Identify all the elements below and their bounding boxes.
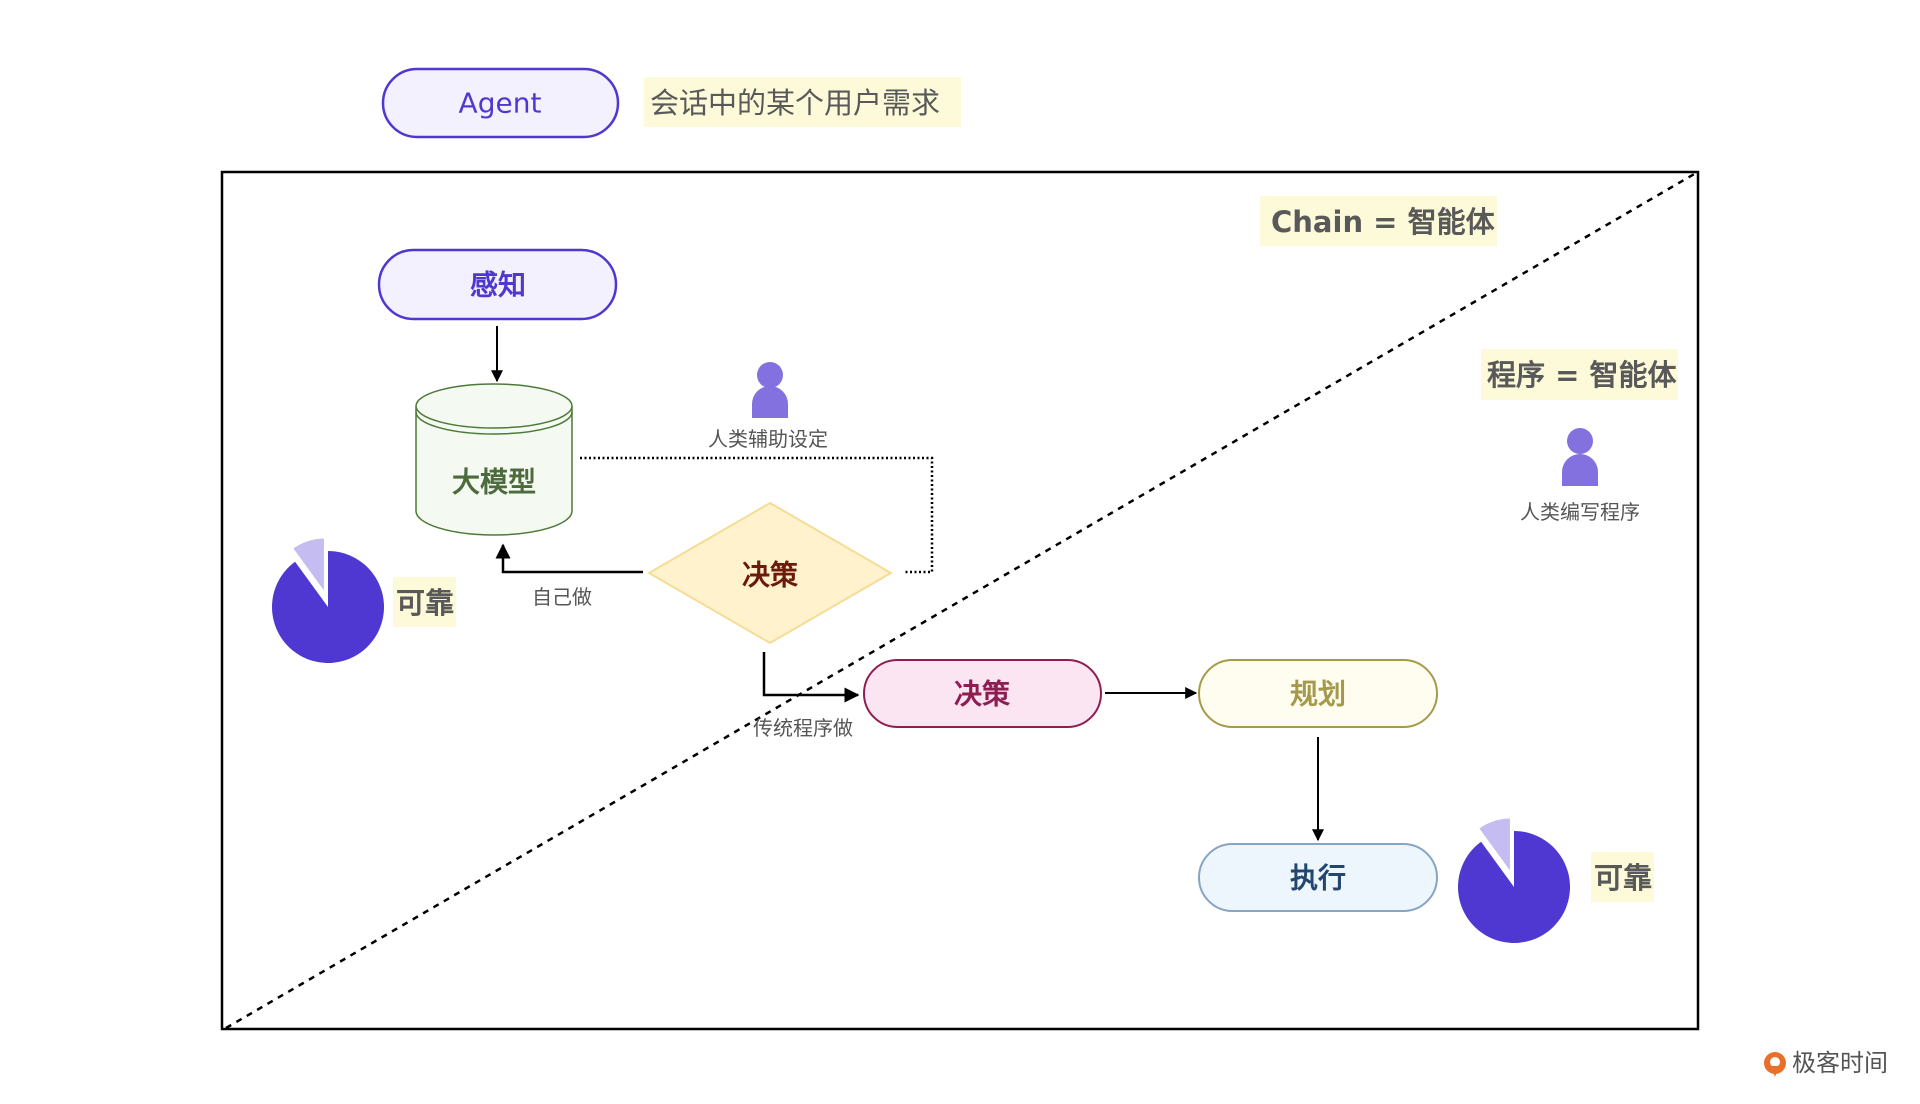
pie-slice-unreliable: [290, 536, 326, 597]
geektime-logo: 极客时间: [1764, 1049, 1888, 1077]
chain-title-badge: Chain = 智能体: [1260, 196, 1497, 246]
human-assist-label: 人类辅助设定: [708, 427, 828, 451]
pie-slice-reliable: [1458, 831, 1570, 943]
reliability-pie-chain: [272, 536, 385, 664]
node-decision-llm[interactable]: 决策: [647, 501, 893, 645]
perception-label: 感知: [470, 269, 526, 302]
node-planning[interactable]: 规划: [1198, 659, 1438, 728]
node-execution[interactable]: 执行: [1198, 843, 1438, 912]
planning-label: 规划: [1290, 678, 1346, 711]
llm-label: 大模型: [452, 466, 536, 499]
reliability-badge-chain: 可靠: [393, 577, 456, 627]
request-note: 会话中的某个用户需求: [644, 77, 961, 127]
agent-pill[interactable]: Agent: [381, 67, 620, 139]
decision-program-label: 决策: [954, 678, 1010, 711]
request-note-text: 会话中的某个用户需求: [650, 86, 940, 120]
reliability-pie-program: [1458, 816, 1570, 943]
arrow-self-do: [495, 543, 643, 574]
geektime-logo-text: 极客时间: [1792, 1049, 1888, 1077]
pie-slice-reliable: [272, 551, 385, 664]
main-frame: [220, 170, 1700, 1031]
node-perception[interactable]: 感知: [377, 248, 618, 321]
execution-label: 执行: [1290, 862, 1346, 895]
node-decision-program[interactable]: 决策: [863, 659, 1102, 728]
decision-llm-label: 决策: [742, 559, 798, 592]
reliability-label-program: 可靠: [1594, 861, 1652, 895]
node-llm[interactable]: 大模型: [415, 383, 573, 536]
traditional-program-label: 传统程序做: [753, 716, 853, 740]
geektime-logo-icon: [1764, 1052, 1786, 1077]
self-do-label: 自己做: [532, 585, 592, 609]
person-icon: [752, 362, 788, 418]
program-title: 程序 = 智能体: [1487, 358, 1677, 392]
reliability-label-chain: 可靠: [396, 586, 454, 620]
chain-title: Chain = 智能体: [1271, 205, 1496, 239]
human-assist-connector: [580, 456, 934, 574]
diagonal-divider: [225, 171, 1697, 1030]
person-icon-programmer: [1562, 428, 1598, 486]
human-write-label: 人类编写程序: [1520, 500, 1640, 524]
agent-label: Agent: [459, 87, 542, 120]
pie-slice-unreliable: [1476, 816, 1512, 877]
reliability-badge-program: 可靠: [1591, 852, 1654, 902]
program-title-badge: 程序 = 智能体: [1481, 349, 1678, 400]
arrow-traditional-program: [762, 652, 860, 703]
